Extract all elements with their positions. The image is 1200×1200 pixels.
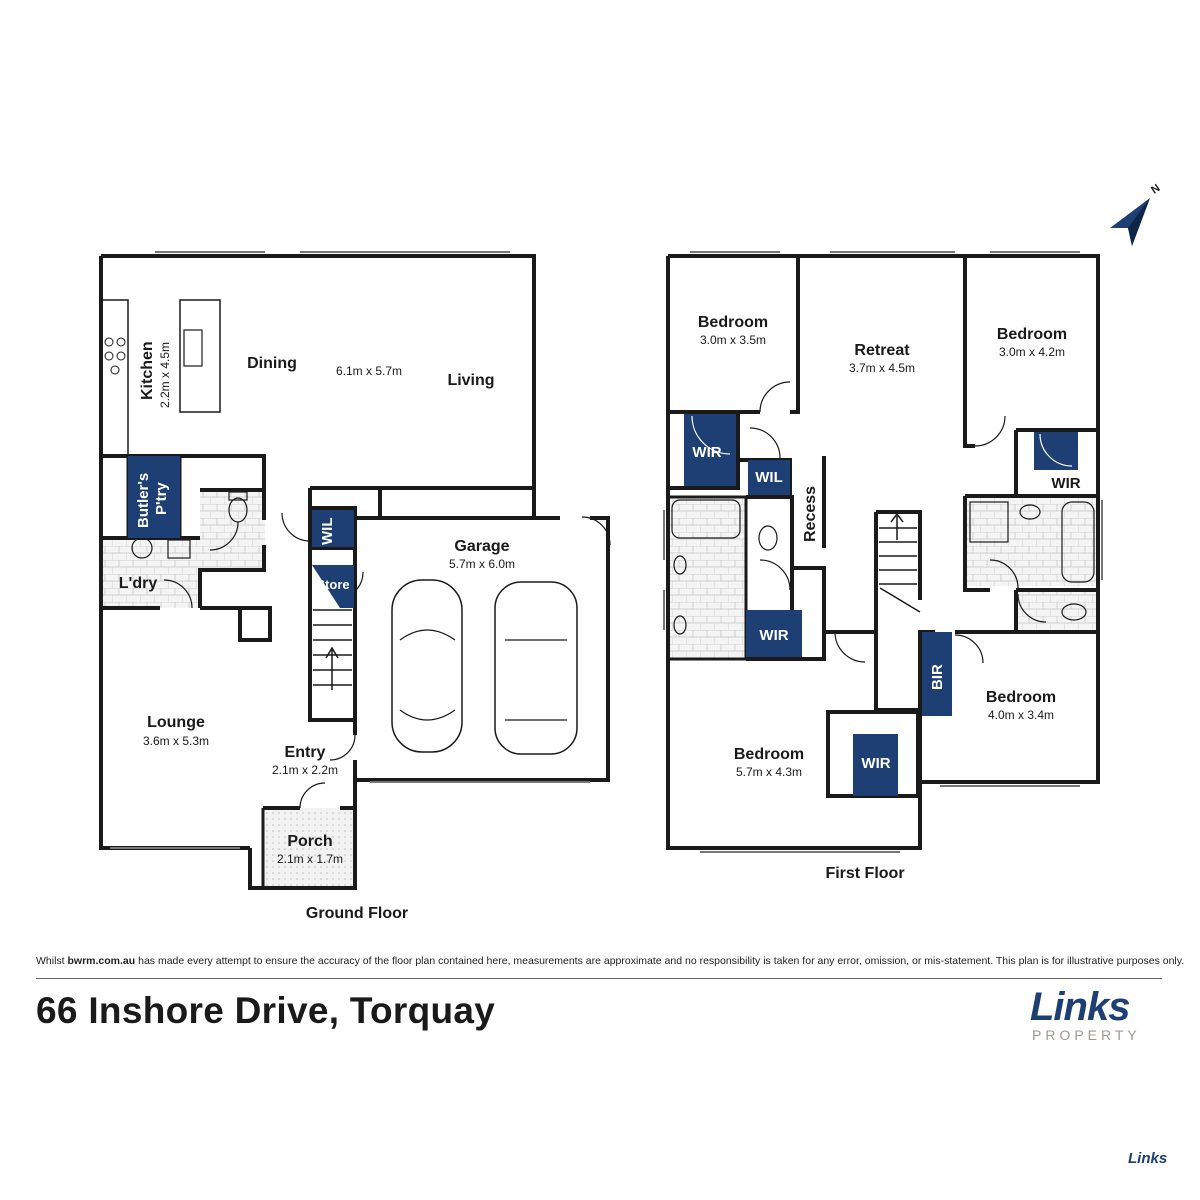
bedroom-nw-dim: 3.0m x 3.5m — [700, 333, 766, 347]
ground-floor-label: Ground Floor — [306, 905, 408, 922]
entry-label: Entry — [285, 744, 326, 761]
recess-label: Recess — [802, 486, 819, 542]
property-address: 66 Inshore Drive, Torquay — [36, 990, 496, 1031]
small-logo: Links — [1128, 1150, 1168, 1167]
north-arrow-icon: N — [1110, 182, 1163, 246]
logo-word: Links — [1030, 985, 1130, 1029]
car-right — [494, 581, 578, 755]
bir-block — [922, 632, 952, 716]
first-outer-wall — [668, 254, 1100, 632]
retreat-label: Retreat — [854, 342, 910, 359]
living-label: Living — [447, 372, 494, 389]
wir-mid-label: WIR — [759, 627, 788, 644]
kitchen-island — [179, 299, 221, 413]
lounge-dim: 3.6m x 5.3m — [143, 734, 209, 748]
retreat-dim: 3.7m x 4.5m — [849, 361, 915, 375]
ensuite-floor — [668, 497, 746, 659]
car-left — [391, 579, 463, 753]
bedroom-s-label: Bedroom — [734, 746, 804, 763]
floor-plan-drawing: Kitchen 2.2m x 4.5m Dining 6.1m x 5.7m L… — [99, 182, 1163, 922]
porch-floor — [263, 808, 355, 888]
first-floor-plan — [663, 251, 1103, 853]
ground-outer-wall — [101, 254, 536, 520]
wir-s-block — [853, 734, 898, 796]
logo-sub: PROPERTY — [1032, 1027, 1141, 1043]
ground-floor-plan — [99, 251, 611, 890]
footer-divider — [36, 978, 1162, 979]
garage-dim: 5.7m x 6.0m — [449, 557, 515, 571]
bir-label: BIR — [929, 664, 946, 690]
butlers-pantry-block — [128, 456, 180, 538]
kitchen-dim: 2.2m x 4.5m — [158, 342, 172, 408]
store-label: Store — [316, 577, 349, 592]
north-label: N — [1149, 182, 1162, 196]
bedroom-ne-dim: 3.0m x 4.2m — [999, 345, 1065, 359]
disclaimer-post: has made every attempt to ensure the acc… — [135, 955, 1185, 967]
entry-dim: 2.1m x 2.2m — [272, 763, 338, 777]
garage-label: Garage — [454, 538, 509, 555]
wc-floor — [200, 490, 265, 570]
bedroom-ne-label: Bedroom — [997, 326, 1067, 343]
wir-ne-label: WIR — [1051, 475, 1080, 492]
laundry-label: L'dry — [119, 575, 158, 592]
laundry-floor — [101, 538, 201, 608]
wil-ground-block — [312, 510, 354, 547]
wil-first-label: WIL — [755, 469, 783, 486]
ensuite-ne-floor — [965, 496, 1098, 586]
disclaimer-text: Whilst bwrm.com.au has made every attemp… — [36, 955, 1184, 967]
wir-nw-label: WIR — [692, 444, 721, 461]
wir-nw-block — [684, 414, 736, 486]
links-property-logo: Links PROPERTY — [1030, 985, 1162, 1045]
bedroom-e-dim: 4.0m x 3.4m — [988, 708, 1054, 722]
butlers-label-2: P'try — [153, 482, 170, 515]
wir-ne-block — [1034, 432, 1078, 470]
disclaimer-pre: Whilst — [36, 955, 68, 967]
wc-first-floor — [1016, 592, 1098, 632]
store-block — [312, 565, 354, 608]
dining-label: Dining — [247, 355, 297, 372]
wil-first-block — [748, 460, 790, 495]
butlers-label-1: Butler's — [135, 473, 152, 528]
lounge-label: Lounge — [147, 714, 205, 731]
first-floor-label: First Floor — [825, 865, 904, 882]
disclaimer-site: bwrm.com.au — [67, 955, 136, 967]
porch-dim: 2.1m x 1.7m — [277, 852, 343, 866]
kitchen-label: Kitchen — [139, 341, 156, 400]
wir-mid-block — [746, 610, 802, 657]
porch-label: Porch — [287, 833, 332, 850]
wil-ground-label: WIL — [319, 518, 336, 546]
bedroom-s-dim: 5.7m x 4.3m — [736, 765, 802, 779]
bedroom-nw-label: Bedroom — [698, 314, 768, 331]
wir-s-label: WIR — [861, 755, 890, 772]
bedroom-e-label: Bedroom — [986, 689, 1056, 706]
living-dim: 6.1m x 5.7m — [336, 364, 402, 378]
